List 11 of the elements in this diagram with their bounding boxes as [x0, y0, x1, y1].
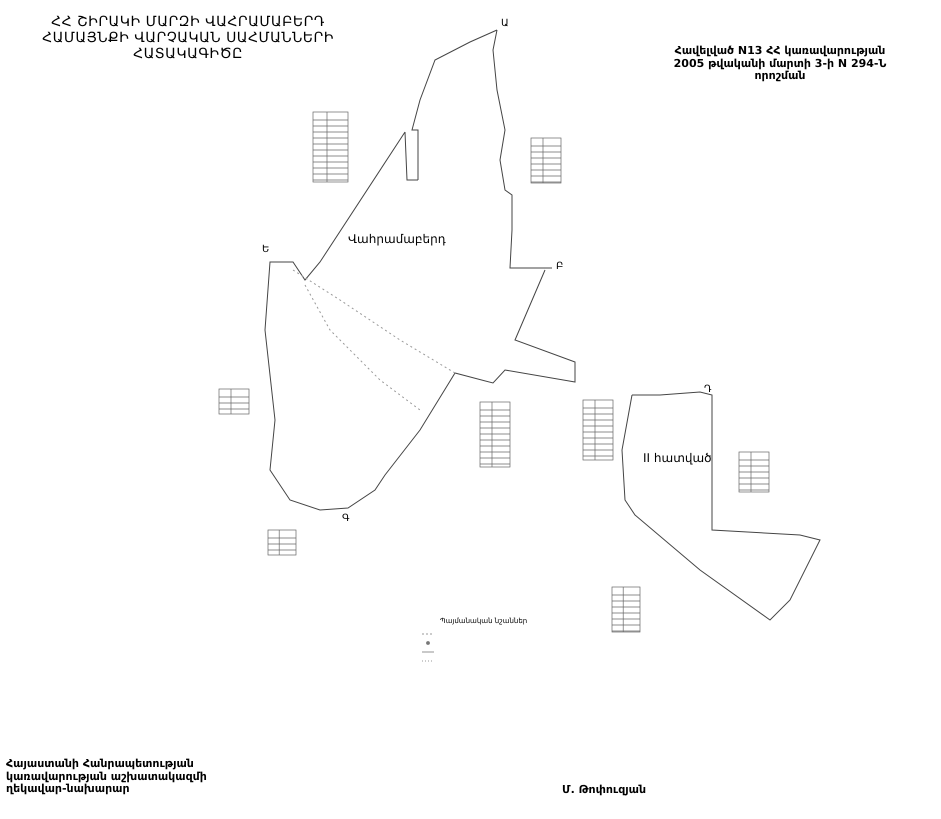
signatory-name: Մ. Թոփուզյան: [562, 784, 646, 797]
area-name: II հատված: [643, 452, 712, 466]
point-letter: Ա: [501, 18, 509, 30]
point-letter: Բ: [556, 261, 564, 272]
annex-note: Հավելված N13 ՀՀ կառավարության 2005 թվականի մարտի 3-ի N 294-Ն որոշման: [672, 45, 888, 83]
map-title: ՀՀ ՇԻՐԱԿԻ ՄԱՐԶԻ ՎԱՀՐԱՄԱԲԵՐԴ ՀԱՄԱՅՆՔԻ ՎԱՐՉԱԿԱՆ ՍԱՀՄԱՆՆԵՐԻ ՀԱՏԱԿԱԳԻԾԸ: [41, 14, 335, 62]
point-letter: Դ: [704, 384, 712, 396]
point-letter: Գ: [342, 513, 350, 524]
area-name: Վահրամաբերդ: [348, 233, 446, 247]
point-letter: Ե: [262, 244, 270, 256]
signatory-title: Հայաստանի Հանրապետության կառավարության աշխատակազմի ղեկավար-նախարար: [6, 758, 208, 796]
